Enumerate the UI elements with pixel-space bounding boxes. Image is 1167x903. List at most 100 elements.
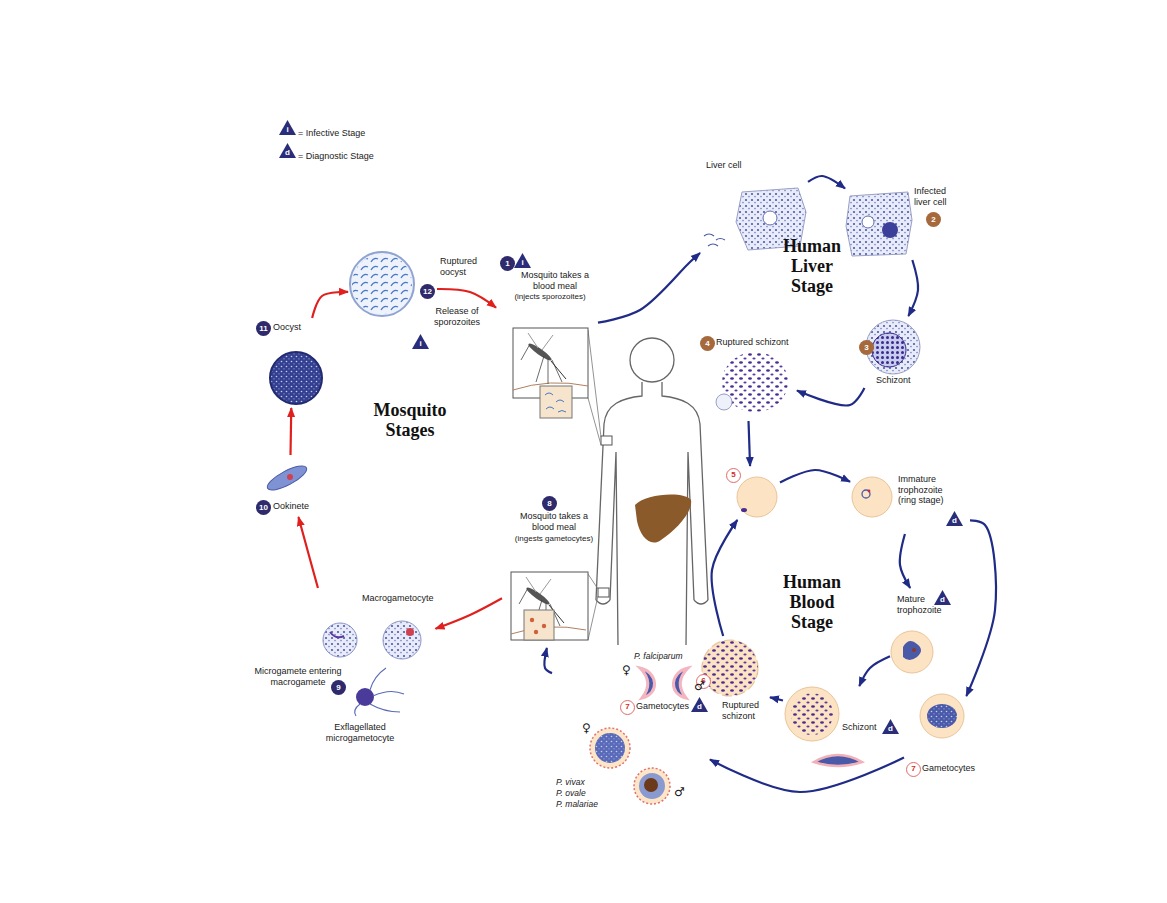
stage-badge: i: [514, 253, 531, 268]
stage-badge: d: [691, 697, 708, 712]
mature-trophozoite-cell: [912, 648, 916, 652]
callout-number: 9: [331, 680, 346, 695]
ruptured-oocyst-shape: [352, 254, 412, 314]
infected-liver-cell: [882, 222, 898, 238]
gametes: [406, 628, 414, 636]
stage-label: Immature trophozoite (ring stage): [898, 474, 960, 506]
callout-number: 11: [256, 321, 271, 336]
mature-trophozoite-cell: [903, 641, 921, 660]
cycle-arrow: [710, 758, 904, 792]
ruptured-blood-schizont: [702, 640, 758, 696]
cycle-arrow: [908, 260, 918, 316]
gametes: [383, 621, 421, 659]
gametes: [323, 623, 357, 657]
cycle-arrow: [437, 289, 496, 308]
red-blood-cell: [737, 477, 777, 517]
oocyst-shape: [270, 352, 322, 404]
human-figure: [596, 382, 708, 645]
cycle-arrow: [544, 648, 552, 673]
human-figure: [596, 338, 708, 645]
infected-liver-cell: [846, 192, 912, 256]
mosquito-box: [542, 624, 546, 628]
mosquito-box: [534, 630, 538, 634]
gametes: [355, 668, 404, 716]
merozoites: [716, 352, 788, 412]
cycle-arrow: [298, 517, 317, 588]
human-figure: [601, 436, 612, 445]
human-figure: [596, 600, 708, 604]
gametocyte-cell: [814, 755, 862, 766]
stage-label: Gametocytes: [922, 763, 975, 774]
callout-number: 12: [420, 284, 435, 299]
gametocyte-cell: [927, 704, 957, 728]
liver-schizont: [872, 333, 906, 367]
stage-node: MacrogametocyteMicrogamete entering macr…: [244, 588, 436, 746]
ring-stage-cell: [852, 477, 892, 517]
ruptured-blood-schizont: [702, 640, 758, 696]
vivax-gametocytes: [590, 728, 670, 804]
callout-number: 7: [620, 700, 635, 715]
vivax-gametocytes: [644, 778, 658, 792]
stage-badge: i: [279, 120, 296, 135]
vivax-gametocytes: [590, 728, 630, 768]
mosquito-box: [540, 386, 572, 418]
red-blood-cell: [737, 477, 777, 517]
stage-node: 3Schizont: [855, 316, 935, 388]
stage-node: 10Ookinete: [252, 455, 328, 517]
mosquito-box: [511, 572, 588, 640]
callout-number: 10: [256, 500, 271, 515]
sex-symbol: ♀: [582, 722, 591, 734]
vivax-gametocytes: [639, 773, 665, 799]
gametocyte-cell: [927, 704, 957, 728]
species-label: P. vivax: [556, 778, 585, 788]
stage-label: Exflagellated microgametocyte: [314, 722, 406, 743]
stage-badge: d: [882, 719, 899, 734]
cycle-arrow: [900, 534, 910, 588]
blood-schizont: [785, 687, 839, 741]
ring-stage-cell: [862, 490, 870, 498]
gametocyte-cell: [920, 694, 964, 738]
oocyst-shape: [270, 352, 322, 404]
stage-label: Ookinete: [273, 501, 309, 512]
stage-badge: i: [412, 334, 429, 349]
stage-node: Mature trophozoited: [890, 588, 970, 678]
cycle-arrow: [808, 176, 845, 188]
region-title: Human Blood Stage: [774, 572, 850, 632]
stage-node: 8Mosquito takes a blood meal(ingests gam…: [502, 494, 606, 648]
species-label: P. ovale: [556, 789, 586, 799]
stage-node: P. falciparum♀♂7Gametocytesd♀♂P. vivaxP.…: [552, 650, 710, 812]
blood-schizont: [785, 687, 839, 741]
vivax-gametocytes: [634, 768, 670, 804]
liver-cell: [704, 234, 725, 246]
liver-schizont: [866, 320, 920, 374]
sex-symbol: ♂: [694, 680, 705, 692]
mosquito-box: [524, 610, 554, 640]
mosquito-box: [511, 328, 588, 640]
infected-liver-cell: [862, 216, 874, 228]
stage-label: Ruptured schizont: [722, 700, 768, 721]
callout-number: 5: [726, 468, 741, 483]
stage-note: (ingests gametocytes): [504, 534, 604, 543]
stage-label: Ruptured schizont: [716, 337, 789, 348]
blood-schizont: [791, 693, 833, 735]
stage-node: 1iMosquito takes a blood meal(injects sp…: [496, 251, 598, 425]
callout-number: 7: [906, 762, 921, 777]
sex-symbol: ♀: [622, 664, 631, 676]
ring-stage-cell: [868, 490, 871, 493]
cycle-arrow: [780, 470, 850, 483]
cycle-arrow: [312, 292, 348, 318]
legend-item: = Diagnostic Stage: [298, 145, 374, 163]
legend-text: = Diagnostic Stage: [298, 151, 374, 161]
region-title: Human Liver Stage: [774, 236, 850, 296]
stage-label: Mosquito takes a blood meal: [516, 270, 594, 291]
stage-label: Infected liver cell: [914, 186, 962, 207]
vivax-gametocytes: [595, 733, 625, 763]
stage-badge: d: [934, 590, 951, 605]
stage-node: 12Ruptured oocystRelease of sporozoitesi: [348, 250, 437, 320]
gametocyte-cell: [814, 694, 964, 766]
callout-number: 2: [926, 212, 941, 227]
falciparum-gametocytes: [673, 668, 688, 698]
mosquito-box: [530, 618, 534, 622]
stage-label: Mosquito takes a blood meal: [514, 511, 594, 532]
